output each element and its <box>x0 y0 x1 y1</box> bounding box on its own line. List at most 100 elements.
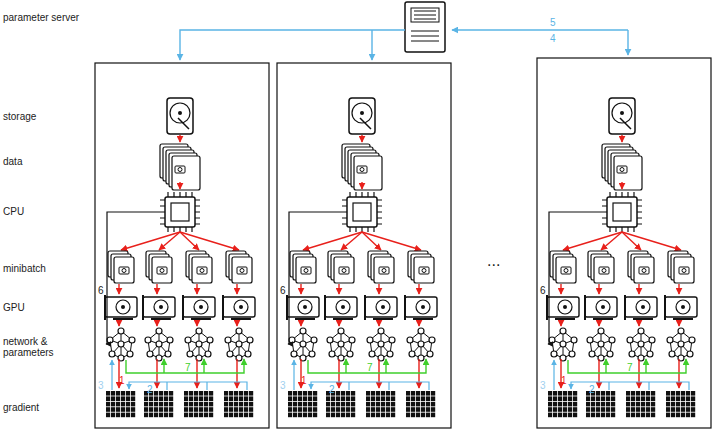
gradient-cell <box>381 391 385 396</box>
cpu-icon <box>342 192 382 232</box>
gradient-cell <box>421 413 425 418</box>
gradient-cell <box>371 391 375 396</box>
gradient-cell <box>371 402 375 407</box>
network-neuron <box>196 328 202 334</box>
network-neuron <box>429 337 435 343</box>
data-flow <box>179 135 180 142</box>
network-icon <box>185 328 213 361</box>
gpu-fan <box>116 300 130 314</box>
gradient-cell <box>159 402 163 407</box>
network-neuron <box>311 337 317 343</box>
gradient-cell <box>636 413 640 418</box>
gradient-cell <box>626 402 630 407</box>
gradient-cell <box>636 407 640 412</box>
gpu-icon <box>405 295 437 320</box>
machine-panel <box>277 63 451 428</box>
gradient-cell <box>406 402 410 407</box>
broadcast-line <box>645 359 646 373</box>
data-flow <box>362 232 421 250</box>
gradient-cell <box>591 407 595 412</box>
broadcast-line <box>345 359 346 373</box>
gradient-cell <box>154 402 158 407</box>
camera-icon <box>119 267 129 274</box>
gradient-cell <box>169 396 173 401</box>
callout-number: 3 <box>540 380 548 391</box>
gradient-cell <box>184 391 188 396</box>
gpu-bracket <box>182 295 184 320</box>
minibatch-icon <box>368 251 394 283</box>
gradient-cell <box>636 402 640 407</box>
gradient-cell <box>406 407 410 412</box>
gradient-cell <box>606 413 610 418</box>
network-neuron <box>187 351 193 357</box>
gradient-cell <box>341 402 345 407</box>
gradient-cell <box>386 402 390 407</box>
minibatch-icon <box>668 251 694 283</box>
gradient-cell <box>563 413 567 418</box>
gradient-cell <box>131 402 135 407</box>
gradient-cell <box>686 402 690 407</box>
cpu-body <box>165 197 195 227</box>
gradient-grid <box>626 391 655 417</box>
gradient-grid <box>288 391 317 417</box>
gradient-cell <box>326 402 330 407</box>
gpu-bracket <box>546 295 548 320</box>
gradient-cell <box>351 402 355 407</box>
gradient-cell <box>308 391 312 396</box>
gradient-cell <box>558 391 562 396</box>
callout-number: 7 <box>185 362 193 373</box>
network-neuron <box>409 351 415 357</box>
gradient-cell <box>131 407 135 412</box>
network-icon <box>327 328 355 361</box>
network-neuron <box>647 351 653 357</box>
callout-number: 3 <box>98 380 106 391</box>
gradient-cell <box>586 407 590 412</box>
gradient-cell <box>144 413 148 418</box>
gradient-cell <box>249 413 253 418</box>
gradient-cell <box>573 413 577 418</box>
gpu-connector <box>333 318 353 320</box>
callout-number: 3 <box>280 380 288 391</box>
row-label: GPU <box>3 302 83 313</box>
gradient-cell <box>288 402 292 407</box>
gradient-cell <box>371 413 375 418</box>
gradient-cell <box>376 402 380 407</box>
gradient-cell <box>381 407 385 412</box>
gradient-cell <box>169 413 173 418</box>
gradient-cell <box>371 407 375 412</box>
gradient-cell <box>691 396 695 401</box>
gradient-cell <box>646 413 650 418</box>
camera-icon <box>157 267 167 274</box>
gradient-cell <box>209 413 213 418</box>
gradient-cell <box>331 396 335 401</box>
callout-number: 1 <box>561 375 569 386</box>
data-flow <box>118 284 119 294</box>
gpu-hub <box>121 305 125 309</box>
data-flow <box>196 284 197 294</box>
gradient-cell <box>391 407 395 412</box>
data-flow <box>118 320 119 326</box>
gradient-cell <box>376 407 380 412</box>
data-flow <box>180 232 239 250</box>
gradient-cell <box>671 407 675 412</box>
gpu-board <box>547 297 579 317</box>
gpu-hub <box>563 305 567 309</box>
network-neuron <box>227 351 233 357</box>
gradient-cell <box>651 391 655 396</box>
camera-lens <box>682 269 686 273</box>
gradient-cell <box>676 413 680 418</box>
camera-lens <box>360 168 364 172</box>
network-neuron <box>309 351 315 357</box>
network-neuron <box>638 328 644 334</box>
gradient-cell <box>586 402 590 407</box>
gpu-icon <box>547 295 579 320</box>
camera-icon <box>339 267 349 274</box>
gradient-cell <box>686 396 690 401</box>
gradient-cell <box>106 413 110 418</box>
row-label: minibatch <box>3 263 83 274</box>
gradient-cell <box>671 413 675 418</box>
gradient-cell <box>568 402 572 407</box>
gradient-cell <box>194 407 198 412</box>
gradient-cell <box>229 407 233 412</box>
gradient-cell <box>209 396 213 401</box>
